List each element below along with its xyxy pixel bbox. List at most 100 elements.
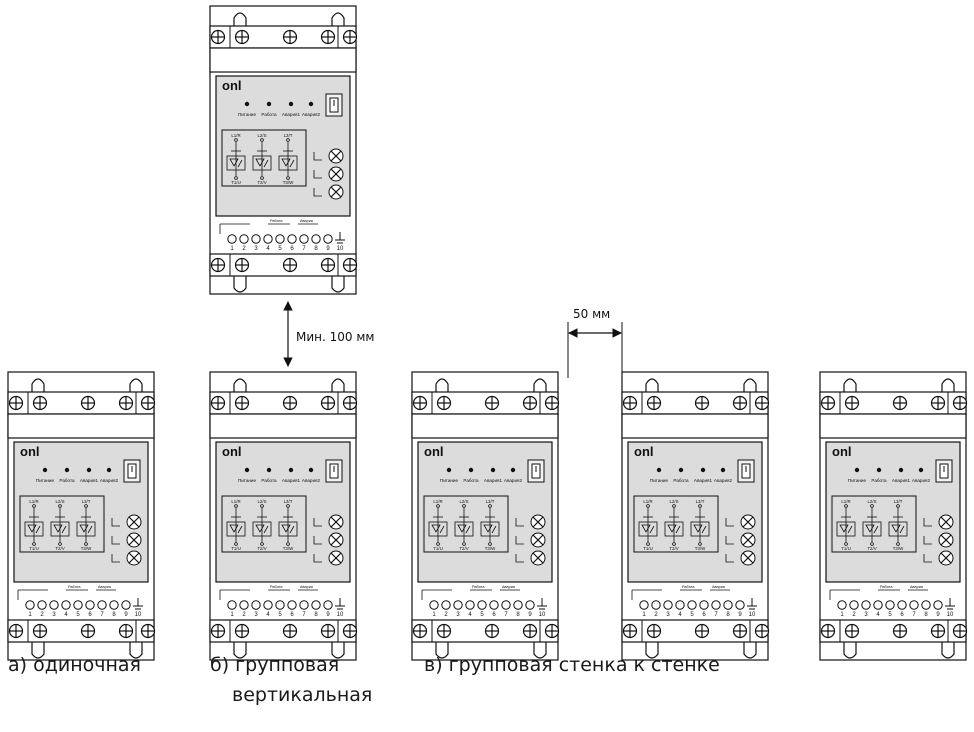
mount-foot-icon: [31, 642, 45, 659]
output-label: T2/V: [257, 180, 266, 185]
brand-logo: onl: [424, 444, 444, 459]
mount-foot-icon: [331, 276, 345, 293]
screw-icon: [484, 395, 500, 411]
mount-foot-icon: [129, 642, 143, 659]
terminal-number: 5: [888, 612, 892, 618]
phase-label: L3/T: [284, 133, 293, 138]
relay-group-label: Авария: [712, 585, 725, 589]
curve-icon: [923, 518, 932, 527]
control-terminal-icon: [227, 234, 237, 244]
output-label: T2/V: [257, 546, 266, 551]
horizontal-gap-label: 50 мм: [573, 307, 610, 321]
screw-icon: [930, 395, 946, 411]
curve-icon: [313, 152, 322, 161]
screw-icon: [80, 623, 96, 639]
terminal-number: 1: [432, 612, 436, 618]
output-label: T2/V: [55, 546, 64, 551]
brand-logo: onl: [20, 444, 40, 459]
terminal-number: 10: [947, 612, 954, 618]
control-terminal-icon: [85, 600, 95, 610]
caption-b-line2: вертикальная: [232, 684, 373, 706]
mount-lug-icon: [435, 378, 449, 392]
phase-label: L2/S: [55, 499, 64, 504]
indicator-label: Питание: [848, 478, 867, 483]
control-terminal-icon: [61, 600, 71, 610]
screw-icon: [342, 623, 358, 639]
terminal-number: 2: [242, 246, 246, 252]
control-terminal-icon: [639, 600, 649, 610]
screw-icon: [622, 395, 638, 411]
screw-icon: [436, 623, 452, 639]
adjustment-knob-icon: [740, 514, 756, 530]
indicator-led-icon: [468, 467, 474, 473]
screw-icon: [694, 623, 710, 639]
thyristor-icon: [888, 521, 908, 537]
caption-a: а) одиночная: [8, 654, 141, 676]
control-terminal-icon: [909, 600, 919, 610]
terminal-number: 4: [678, 612, 682, 618]
screw-icon: [282, 395, 298, 411]
control-terminal-icon: [25, 600, 35, 610]
screw-icon: [234, 29, 250, 45]
screw-icon: [342, 29, 358, 45]
relay-group-label: Работа: [880, 585, 893, 589]
terminal-number: 8: [112, 612, 116, 618]
screw-icon: [732, 395, 748, 411]
terminal-number: 2: [444, 612, 448, 618]
phase-label: L3/T: [486, 499, 495, 504]
thyristor-icon: [24, 521, 44, 537]
terminal-number: 10: [539, 612, 546, 618]
screw-icon: [118, 623, 134, 639]
control-terminal-icon: [885, 600, 895, 610]
screw-icon: [622, 623, 638, 639]
indicator-label: Работа: [673, 478, 689, 483]
control-terminal-icon: [311, 234, 321, 244]
phase-label: L1/R: [433, 499, 442, 504]
terminal-number: 2: [242, 612, 246, 618]
indicator-label: Авария1: [282, 112, 301, 117]
indicator-led-icon: [490, 467, 496, 473]
phase-label: L1/R: [841, 499, 850, 504]
thyristor-icon: [278, 155, 298, 171]
indicator-led-icon: [510, 467, 516, 473]
mount-foot-icon: [645, 642, 659, 659]
control-terminal-icon: [37, 600, 47, 610]
terminal-number: 4: [468, 612, 472, 618]
screw-icon: [544, 623, 560, 639]
screw-icon: [342, 257, 358, 273]
terminal-number: 5: [278, 246, 282, 252]
horizontal-gap-dimension: 50 мм: [567, 307, 623, 378]
mount-lug-icon: [331, 12, 345, 26]
terminal-number: 4: [64, 612, 68, 618]
indicator-led-icon: [308, 101, 314, 107]
adjustment-knob-icon: [126, 514, 142, 530]
control-terminal-icon: [477, 600, 487, 610]
indicator-label: Работа: [871, 478, 887, 483]
screw-icon: [892, 623, 908, 639]
terminal-number: 3: [254, 612, 258, 618]
terminal-number: 4: [266, 246, 270, 252]
screw-icon: [844, 623, 860, 639]
screw-icon: [412, 395, 428, 411]
control-terminal-icon: [501, 600, 511, 610]
screw-icon: [892, 395, 908, 411]
screw-icon: [646, 623, 662, 639]
indicator-led-icon: [700, 467, 706, 473]
curve-icon: [313, 536, 322, 545]
adjustment-knob-icon: [938, 532, 954, 548]
mount-foot-icon: [331, 642, 345, 659]
mount-lug-icon: [233, 378, 247, 392]
top-cover: [411, 413, 559, 439]
relay-group-label: Авария: [910, 585, 923, 589]
mount-lug-icon: [645, 378, 659, 392]
indicator-label: Работа: [261, 112, 277, 117]
adjustment-knob-icon: [328, 166, 344, 182]
screw-icon: [436, 395, 452, 411]
output-label: T1/U: [433, 546, 443, 551]
screw-icon: [282, 257, 298, 273]
control-terminal-icon: [263, 600, 273, 610]
terminal-number: 2: [852, 612, 856, 618]
control-terminal-icon: [687, 600, 697, 610]
